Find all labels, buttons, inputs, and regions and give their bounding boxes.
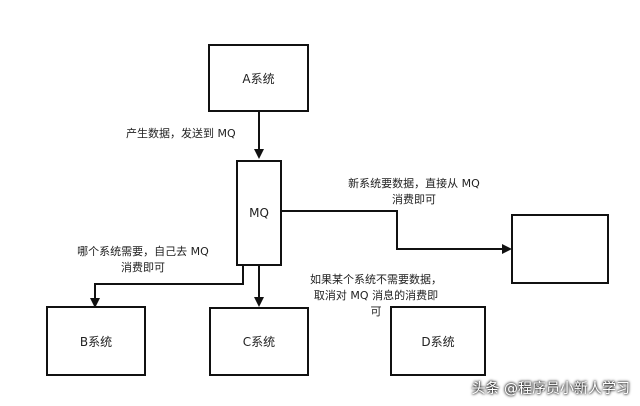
new-system-note: 新系统要数据，直接从 MQ 消费即可 — [326, 176, 502, 208]
system-a-label: A系统 — [242, 71, 275, 86]
watermark: 头条 @程序员小新人学习 — [471, 381, 630, 397]
new-system-box — [511, 214, 609, 284]
system-a-box: A系统 — [208, 44, 309, 112]
unsubscribe-note: 如果某个系统不需要数据， 取消对 MQ 消息的消费即 可 — [296, 272, 456, 320]
mq-box: MQ — [236, 160, 282, 266]
system-d-label: D系统 — [421, 334, 455, 349]
system-c-label: C系统 — [242, 335, 276, 349]
new-system-note-line-1: 新系统要数据，直接从 MQ — [348, 177, 480, 190]
mq-label: MQ — [249, 206, 269, 220]
which-system-note-line-1: 哪个系统需要，自己去 MQ — [77, 245, 209, 258]
unsubscribe-note-line-2: 取消对 MQ 消息的消费即 — [313, 289, 439, 302]
system-b-box: B系统 — [46, 306, 146, 376]
which-system-note: 哪个系统需要，自己去 MQ 消费即可 — [57, 244, 229, 276]
produce-label: 产生数据，发送到 MQ — [126, 127, 236, 140]
new-system-note-line-2: 消费即可 — [392, 193, 436, 206]
which-system-note-line-2: 消费即可 — [121, 261, 165, 274]
unsubscribe-note-line-3: 可 — [370, 305, 382, 318]
system-d-box: D系统 — [390, 306, 486, 376]
system-b-label: B系统 — [79, 334, 113, 349]
arrow-mq-to-new-system — [281, 210, 512, 254]
arrow-mq-to-b — [90, 265, 244, 308]
system-c-box: C系统 — [209, 307, 309, 376]
unsubscribe-note-line-1: 如果某个系统不需要数据， — [310, 273, 442, 286]
